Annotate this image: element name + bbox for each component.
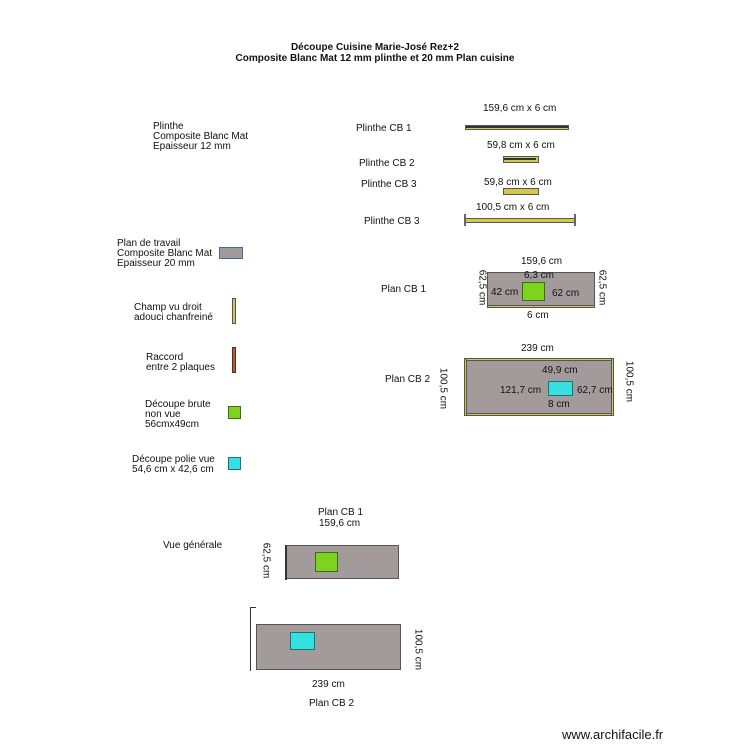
overview-cb2-panel	[256, 624, 401, 670]
dimension-bottom: 8 cm	[548, 399, 570, 410]
swatch-champ	[232, 298, 236, 324]
legend-text: Plinthe	[153, 121, 184, 132]
plinth-label: Plinthe CB 3	[361, 179, 417, 190]
dimension-side-left: 62,5 cm	[476, 269, 488, 306]
legend-text: Découpe brute	[145, 399, 211, 410]
overview-cb2-edge	[250, 607, 251, 671]
plinth-label: Plinthe CB 1	[356, 123, 412, 134]
worktop-edge	[464, 358, 467, 416]
plinth-label: Plinthe CB 2	[359, 158, 415, 169]
cutout-polished	[548, 381, 573, 396]
dimension-side-right: 62,5 cm	[596, 269, 608, 306]
dimension-left: 121,7 cm	[500, 385, 542, 396]
overview-cb1-height: 62,5 cm	[260, 542, 272, 579]
dimension-left: 42 cm	[491, 287, 519, 298]
swatch-plan-travail	[219, 247, 243, 259]
dimension-right: 62,7 cm	[577, 385, 613, 396]
cutout-rough	[522, 282, 545, 301]
plinth-bar	[503, 188, 539, 195]
plinth-end	[464, 214, 466, 226]
overview-cb2-height: 100,5 cm	[412, 628, 424, 671]
legend-text: adouci chanfreiné	[134, 312, 213, 323]
overview-cb1-panel	[286, 545, 399, 579]
legend-text: Plan de travail	[117, 238, 181, 249]
swatch-decoupe-polie	[228, 457, 241, 470]
dimension-inner-top: 6,3 cm	[524, 270, 555, 281]
legend-text: 56cmx49cm	[145, 419, 199, 430]
overview-cb1-edge	[285, 545, 287, 580]
worktop-edge	[487, 305, 595, 308]
plinth-dimension: 159,6 cm x 6 cm	[483, 103, 557, 114]
overview-cb2-width: 239 cm	[312, 679, 345, 690]
legend-text: non vue	[145, 409, 181, 420]
dimension-right: 62 cm	[552, 288, 580, 299]
overview-cb2-label: Plan CB 2	[309, 698, 355, 709]
worktop-edge	[464, 358, 614, 361]
legend-text: Raccord	[146, 352, 184, 363]
plinth-dimension: 100,5 cm x 6 cm	[476, 202, 550, 213]
overview-cutout-rough	[315, 552, 338, 572]
legend-text: Composite Blanc Mat	[117, 248, 213, 259]
legend-text: Champ vu droit	[134, 302, 202, 313]
overview-cutout-polished	[290, 632, 315, 650]
dimension-top: 159,6 cm	[521, 256, 563, 267]
legend-text: Epaisseur 20 mm	[117, 258, 195, 269]
legend-text: Composite Blanc Mat	[153, 131, 249, 142]
dimension-side-right: 100,5 cm	[623, 360, 635, 403]
plinth-end	[574, 214, 576, 226]
overview-cb1-width: 159,6 cm	[319, 518, 361, 529]
dimension-side-left: 100,5 cm	[437, 367, 449, 410]
swatch-raccord	[232, 347, 236, 373]
worktop-edge	[464, 413, 614, 416]
legend-text: entre 2 plaques	[146, 362, 215, 373]
worktop-edge	[611, 358, 614, 416]
plinth-dimension: 59,8 cm x 6 cm	[484, 177, 552, 188]
page-subtitle: Composite Blanc Mat 12 mm plinthe et 20 …	[235, 53, 515, 64]
dimension-bottom: 6 cm	[527, 310, 549, 321]
legend-text: Epaisseur 12 mm	[153, 141, 231, 152]
legend-text: Découpe polie vue	[132, 454, 215, 465]
plan-label: Plan CB 1	[381, 284, 427, 295]
plinth-dimension: 59,8 cm x 6 cm	[487, 140, 555, 151]
plinth-line	[466, 126, 568, 128]
overview-title: Vue générale	[163, 540, 223, 551]
dimension-inner-top: 49,9 cm	[542, 365, 578, 376]
swatch-decoupe-brute	[228, 406, 241, 419]
plinth-bar	[464, 218, 576, 223]
page-title: Découpe Cuisine Marie-José Rez+2	[290, 42, 460, 53]
plinth-line	[504, 158, 536, 160]
overview-cb1-label: Plan CB 1	[318, 507, 364, 518]
plinth-label: Plinthe CB 3	[364, 216, 420, 227]
dimension-top: 239 cm	[521, 343, 554, 354]
plan-label: Plan CB 2	[385, 374, 431, 385]
overview-cb2-edge	[250, 607, 256, 608]
legend-text: 54,6 cm x 42,6 cm	[132, 464, 214, 475]
brand-watermark: www.archifacile.fr	[562, 727, 664, 742]
